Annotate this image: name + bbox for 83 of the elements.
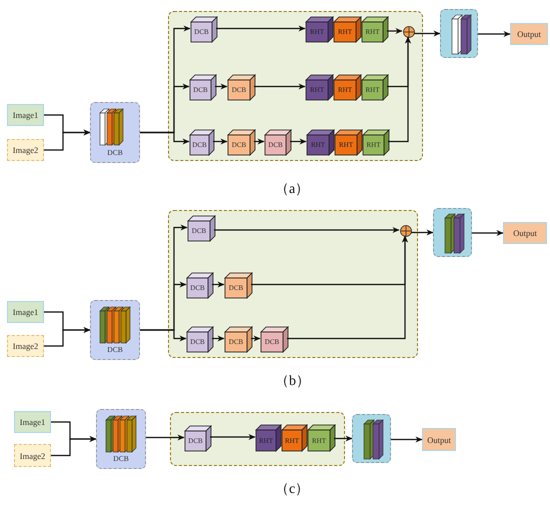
arrow: [140, 132, 190, 144]
input-box: [14, 411, 51, 433]
feature-panel: [352, 414, 391, 463]
arrow: [213, 138, 228, 144]
box-label: Image1: [18, 416, 46, 429]
cube-block: [191, 17, 217, 42]
cube-block: [225, 327, 252, 352]
box-label: Output: [512, 227, 538, 240]
cube-block: [362, 75, 388, 100]
block-panel: [90, 300, 140, 360]
block-panel: [96, 409, 146, 469]
cube-block: [334, 75, 361, 100]
arrow: [334, 436, 352, 442]
cube-block: [265, 130, 291, 155]
box-label: Output: [516, 28, 542, 41]
module-container: [168, 210, 418, 358]
module-container: [168, 11, 423, 161]
cube-block: [362, 17, 388, 42]
box-label: Image1: [12, 109, 40, 122]
output-box: [422, 428, 456, 451]
panel-caption: （b）: [275, 373, 310, 390]
input-box: [14, 444, 51, 467]
arrow: [215, 84, 228, 90]
block-panel: [90, 102, 140, 163]
box-label: Image2: [12, 144, 40, 157]
cube-block: [190, 130, 214, 155]
arrow: [214, 227, 400, 233]
input-box: [7, 301, 44, 323]
cube-block: [188, 216, 215, 241]
cube-block: [190, 75, 216, 100]
sum-circle: [400, 225, 412, 237]
arrow: [44, 327, 90, 347]
arrow: [414, 30, 440, 36]
arrow: [472, 230, 504, 236]
arrow: [44, 130, 90, 151]
input-box: [7, 104, 44, 126]
cube-block: [306, 17, 333, 42]
arrow: [290, 138, 306, 144]
cube-block: [261, 327, 288, 352]
input-box: [7, 139, 44, 161]
module-container: [170, 412, 345, 466]
box-label: Image2: [18, 450, 46, 463]
sum-circle: [403, 26, 415, 38]
box-label: Image2: [12, 340, 40, 353]
feature-panel: [440, 9, 478, 58]
cube-block: [228, 75, 255, 100]
arrow: [254, 138, 264, 144]
cube-block: [335, 130, 362, 155]
cube-block: [185, 426, 211, 451]
cube-block: [363, 130, 389, 155]
arrow: [254, 84, 306, 90]
arrow: [251, 336, 260, 342]
cube-block: [307, 130, 334, 155]
cube-block: [306, 75, 333, 100]
arrow: [411, 230, 434, 236]
feature-panel: [433, 208, 472, 257]
arrow: [51, 436, 96, 456]
arrow: [140, 329, 186, 342]
arrow: [391, 436, 422, 442]
cube-block: [187, 327, 213, 352]
input-box: [7, 335, 44, 357]
arrow: [146, 434, 184, 440]
arrow: [387, 28, 402, 34]
arrow: [212, 282, 224, 288]
cube-block: [308, 425, 335, 451]
arrow: [216, 26, 306, 32]
arrow: [287, 236, 408, 340]
output-box: [503, 222, 547, 244]
panel-caption: （c）: [275, 481, 310, 498]
output-box: [510, 23, 548, 45]
cube-block: [225, 273, 252, 298]
arrow: [478, 31, 510, 37]
box-label: Output: [426, 434, 452, 447]
cube-block: [282, 425, 307, 451]
cube-block: [228, 130, 255, 155]
box-label: Image1: [12, 306, 40, 319]
cube-block: [187, 273, 213, 298]
arrow: [212, 336, 224, 342]
arrow: [210, 434, 256, 440]
arrow: [388, 36, 411, 142]
cube-block: [256, 425, 281, 451]
cube-block: [334, 17, 361, 42]
panel-caption: （a）: [275, 181, 310, 198]
